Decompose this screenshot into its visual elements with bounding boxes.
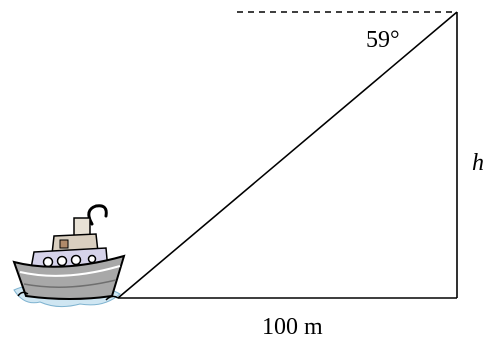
base-label: 100 m (262, 314, 323, 340)
hypotenuse-line (117, 11, 458, 299)
height-label: h (472, 150, 484, 176)
angle-label: 59° (366, 27, 400, 53)
cartoon-ship-icon (12, 204, 126, 308)
